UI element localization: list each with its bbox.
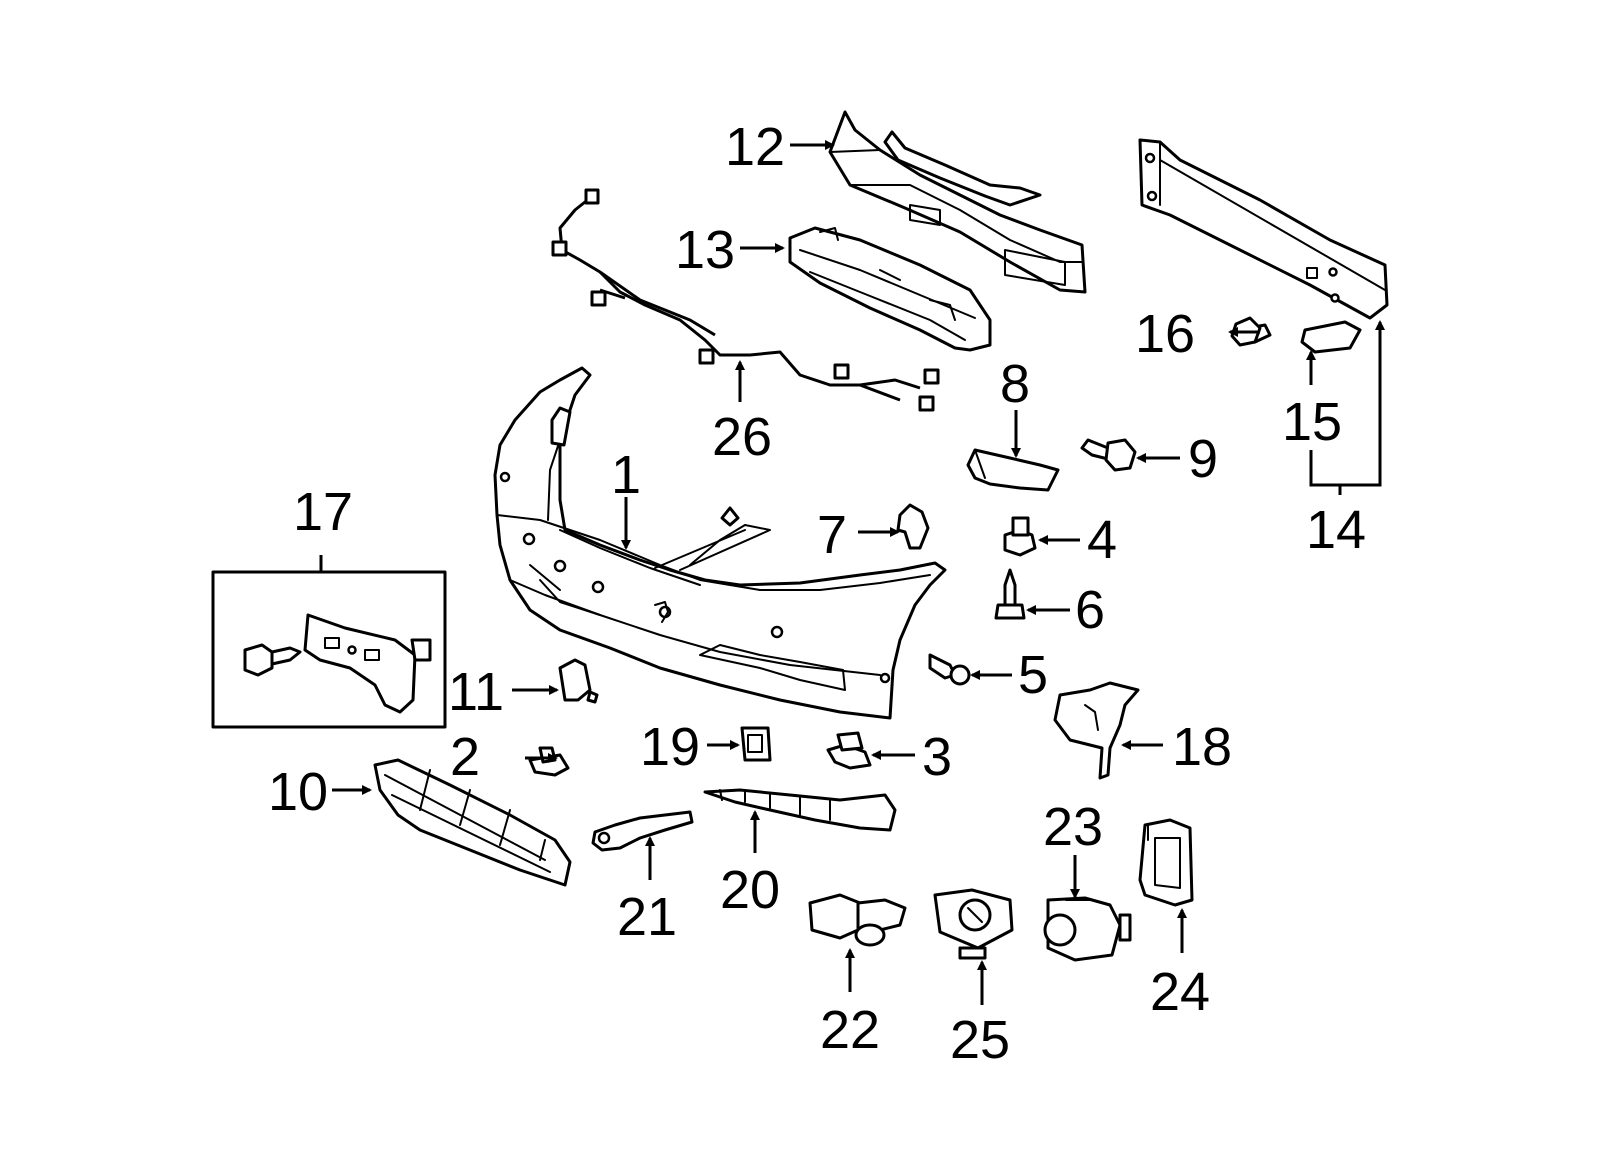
part-12-absorber: [828, 110, 1087, 294]
part-19-clip: [740, 726, 772, 762]
part-13-absorber: [788, 226, 992, 352]
callout-16: 16: [1135, 304, 1195, 364]
leader-lines: [319, 140, 1385, 1005]
part-2-clip: [528, 746, 570, 777]
part-20-molding: [703, 788, 897, 832]
part-3-nut: [826, 731, 872, 770]
part-10-grille: [373, 758, 572, 887]
part-9-bolt: [1080, 438, 1137, 472]
part-15-spacer: [1300, 320, 1362, 354]
part-22-sensor: [808, 893, 907, 947]
callout-6: 6: [1075, 580, 1105, 640]
callout-2: 2: [450, 727, 480, 787]
part-7-clip: [896, 503, 930, 550]
part-17-kit-box: [211, 570, 447, 729]
callout-4: 4: [1087, 510, 1117, 570]
callout-22: 22: [820, 1000, 880, 1060]
callout-8: 8: [1000, 354, 1030, 414]
callout-24: 24: [1150, 962, 1210, 1022]
callout-7: 7: [817, 505, 847, 565]
part-14-reinforcement: [1138, 138, 1389, 320]
callout-13: 13: [675, 220, 735, 280]
callout-12: 12: [725, 117, 785, 177]
callout-9: 9: [1188, 429, 1218, 489]
callout-19: 19: [640, 717, 700, 777]
part-26-harness: [551, 188, 940, 412]
part-25-bracket: [933, 888, 1014, 960]
part-24-retainer: [1138, 818, 1194, 907]
part-4-nut: [1003, 516, 1037, 557]
callout-1: 1: [611, 445, 641, 505]
callout-21: 21: [617, 887, 677, 947]
part-5-clip: [928, 653, 971, 686]
callout-25: 25: [950, 1010, 1010, 1070]
callout-14: 14: [1306, 500, 1366, 560]
part-1-bumper-cover: [493, 366, 947, 720]
part-21-tow-hook: [591, 810, 694, 852]
part-23-sensor: [1043, 896, 1132, 962]
callout-labels: 1 2 3 4 5 6 7 8 9 10 11 12 13 14 15 16 1…: [268, 117, 1366, 1070]
callout-15: 15: [1282, 392, 1342, 452]
callout-11: 11: [448, 662, 504, 722]
callout-17: 17: [293, 482, 353, 542]
callout-10: 10: [268, 762, 328, 822]
callout-26: 26: [712, 407, 772, 467]
part-8-bracket: [966, 448, 1060, 492]
callout-18: 18: [1172, 717, 1232, 777]
part-6-stud: [994, 568, 1026, 620]
callout-5: 5: [1018, 645, 1048, 705]
part-18-bracket: [1053, 681, 1140, 780]
callout-3: 3: [922, 727, 952, 787]
callout-23: 23: [1043, 797, 1103, 857]
callout-20: 20: [720, 860, 780, 920]
part-11-cap: [558, 658, 599, 704]
